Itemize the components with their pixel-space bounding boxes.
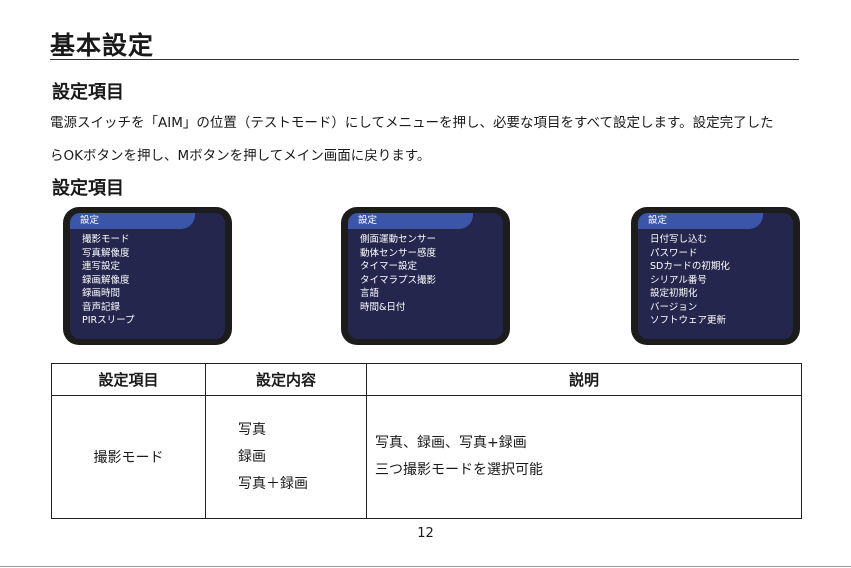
menu-item: 時間&日付 xyxy=(360,301,406,313)
cell-description: 写真、録画、写真+録画 三つ撮影モードを選択可能 xyxy=(366,395,802,519)
description-text: 三つ撮影モードを選択可能 xyxy=(375,462,543,478)
section-heading-settings: 設定項目 xyxy=(52,82,124,103)
section-heading-settings-items: 設定項目 xyxy=(52,178,124,199)
bottom-divider xyxy=(0,566,851,567)
option-text: 録画 xyxy=(238,448,266,465)
menu-item: タイマー設定 xyxy=(360,261,418,272)
cell-item: 撮影モード xyxy=(51,395,206,519)
page-number: 12 xyxy=(417,526,434,541)
menu-item: 撮影モード xyxy=(82,234,130,245)
menu-item: 動体センサー感度 xyxy=(360,247,437,259)
header-contents: 設定内容 xyxy=(205,363,367,396)
screen-menu-list: 日付写し込む パスワード SDカードの初期化 シリアル番号 設定初期化 バージョ… xyxy=(650,233,789,328)
menu-screen-2: 設定 側面運動センサー 動体センサー感度 タイマー設定 タイマラプス撮影 言語 … xyxy=(341,207,510,345)
cell-contents: 写真 録画 写真＋録画 xyxy=(205,395,367,519)
page-title: 基本設定 xyxy=(50,31,155,60)
menu-item: 言語 xyxy=(360,288,380,299)
menu-item: バージョン xyxy=(650,301,698,313)
settings-table: 設定項目 設定内容 説明 撮影モード 写真 録画 写真＋録画 写真、録画、写真+… xyxy=(51,363,802,519)
menu-item: 録画時間 xyxy=(82,288,121,299)
menu-item: 録画解像度 xyxy=(82,274,130,286)
header-description: 説明 xyxy=(366,363,802,396)
menu-item: シリアル番号 xyxy=(650,274,707,286)
menu-item: 写真解像度 xyxy=(82,247,130,259)
menu-screen-3: 設定 日付写し込む パスワード SDカードの初期化 シリアル番号 設定初期化 バ… xyxy=(631,207,800,345)
menu-item: 設定初期化 xyxy=(650,288,698,299)
menu-item: パスワード xyxy=(650,247,698,259)
screen-display: 設定 撮影モード 写真解像度 連写設定 録画解像度 録画時間 音声記録 PIRス… xyxy=(70,213,225,339)
menu-item: ソフトウェア更新 xyxy=(650,315,727,326)
option-text: 写真 xyxy=(238,421,266,438)
screen-header: 設定 xyxy=(348,213,473,229)
menu-item: 側面運動センサー xyxy=(360,234,437,245)
menu-item: タイマラプス撮影 xyxy=(360,274,437,286)
screen-menu-list: 側面運動センサー 動体センサー感度 タイマー設定 タイマラプス撮影 言語 時間&… xyxy=(360,233,499,314)
screen-display: 設定 側面運動センサー 動体センサー感度 タイマー設定 タイマラプス撮影 言語 … xyxy=(348,213,503,339)
table-row: 撮影モード 写真 録画 写真＋録画 写真、録画、写真+録画 三つ撮影モードを選択… xyxy=(51,395,802,519)
menu-item: SDカードの初期化 xyxy=(650,261,730,272)
instruction-line-1: 電源スイッチを「AIM」の位置（テストモード）にしてメニューを押し、必要な項目を… xyxy=(50,115,774,131)
table-header-row: 設定項目 設定内容 説明 xyxy=(51,363,802,396)
option-text: 写真＋録画 xyxy=(238,475,308,492)
screen-header: 設定 xyxy=(638,213,763,229)
screen-display: 設定 日付写し込む パスワード SDカードの初期化 シリアル番号 設定初期化 バ… xyxy=(638,213,793,339)
menu-screen-1: 設定 撮影モード 写真解像度 連写設定 録画解像度 録画時間 音声記録 PIRス… xyxy=(63,207,232,345)
menu-item: 連写設定 xyxy=(82,261,121,272)
instruction-line-2: らOKボタンを押し、Mボタンを押してメイン画面に戻ります。 xyxy=(50,148,431,164)
menu-item: PIRスリープ xyxy=(82,315,135,326)
header-item: 設定項目 xyxy=(51,363,206,396)
title-divider xyxy=(50,59,799,60)
menu-item: 音声記録 xyxy=(82,301,121,313)
menu-item: 日付写し込む xyxy=(650,234,708,245)
description-text: 写真、録画、写真+録画 xyxy=(375,435,527,451)
screen-menu-list: 撮影モード 写真解像度 連写設定 録画解像度 録画時間 音声記録 PIRスリープ xyxy=(82,233,221,328)
screen-header: 設定 xyxy=(70,213,195,229)
